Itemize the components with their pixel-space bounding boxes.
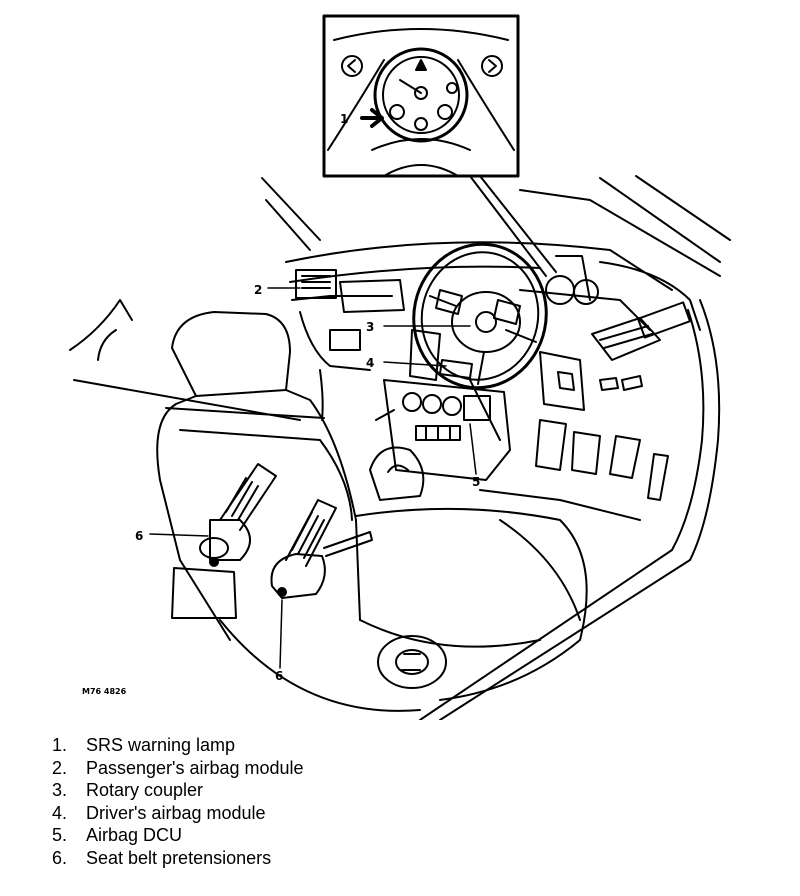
legend-item: 4. Driver's airbag module	[52, 802, 472, 825]
seat-headrest	[171, 311, 291, 397]
legend-label: Rotary coupler	[86, 780, 204, 800]
legend-label: Driver's airbag module	[86, 802, 266, 823]
legend-label: Airbag DCU	[86, 825, 183, 845]
centre-console	[369, 379, 511, 501]
figure-reference-code: M76 4826	[82, 687, 127, 696]
leader-4	[383, 361, 447, 367]
leader-5	[469, 423, 477, 475]
legend-item: 3. Rotary coupler	[52, 779, 472, 802]
legend-item: 6. Seat belt pretensioners	[52, 847, 472, 870]
legend-label: Seat belt pretensioners	[86, 847, 272, 868]
callout-3: 3	[366, 320, 374, 334]
legend-number: 2.	[52, 757, 68, 778]
passenger-vent	[295, 269, 337, 299]
dashboard	[285, 241, 701, 421]
component-legend: 1. SRS warning lamp 2. Passenger's airba…	[52, 734, 472, 869]
seat-recline-knob	[377, 635, 447, 689]
front-seat	[156, 311, 588, 712]
pedals	[535, 419, 669, 501]
passenger-airbag-module	[339, 279, 405, 313]
legend-label: Passenger's airbag module	[86, 757, 304, 778]
rear-seat-outline	[69, 299, 301, 421]
legend-number: 5.	[52, 825, 68, 845]
instrument-cluster-inset	[322, 14, 520, 178]
callout-5: 5	[472, 475, 480, 489]
driver-airbag-module	[451, 291, 521, 353]
callout-leaders	[149, 117, 477, 669]
legend-number: 4.	[52, 802, 68, 823]
callout-4: 4	[366, 356, 374, 370]
gear-lever-gaiter	[369, 446, 425, 501]
srs-component-location-diagram: 1 2 3 4 5 6 6 M76 4826	[69, 14, 731, 720]
legend-label: SRS warning lamp	[86, 735, 236, 755]
driver-side-vent	[591, 317, 661, 361]
callout-1: 1	[340, 112, 348, 126]
legend-item: 2. Passenger's airbag module	[52, 757, 472, 780]
leader-6a	[149, 533, 209, 537]
callout-2: 2	[254, 283, 262, 297]
callout-6-left: 6	[135, 529, 143, 543]
legend-number: 1.	[52, 735, 68, 755]
legend-number: 3.	[52, 780, 68, 800]
seat-belt-pretensioner-left	[171, 463, 277, 619]
steering-wheel	[412, 242, 599, 390]
legend-item: 5. Airbag DCU	[52, 824, 472, 847]
inset-leader-line	[469, 175, 547, 277]
callout-6-right: 6	[275, 669, 283, 683]
legend-item: 1. SRS warning lamp	[52, 734, 472, 757]
leader-6b	[279, 599, 283, 669]
airbag-dcu	[463, 395, 491, 421]
legend-number: 6.	[52, 847, 68, 868]
windscreen-frame	[261, 175, 731, 277]
floor-line	[479, 489, 641, 521]
floor-line	[499, 519, 581, 621]
inset-leader-line	[479, 175, 557, 273]
rotary-coupler	[409, 329, 441, 381]
seat-belt-pretensioner-right	[270, 499, 373, 599]
door-aperture	[419, 299, 721, 720]
